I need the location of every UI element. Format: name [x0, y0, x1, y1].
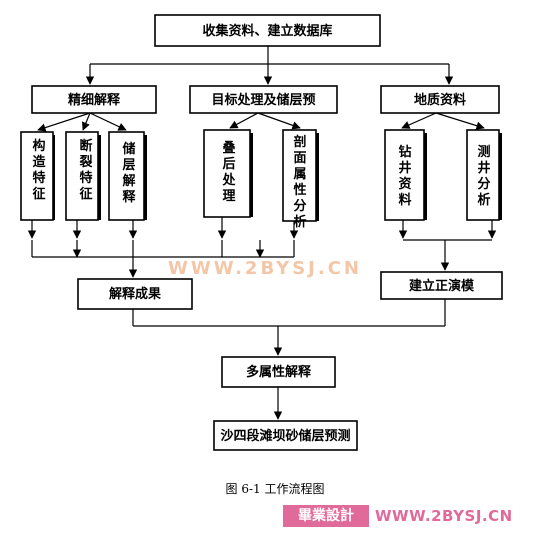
svg-text:解释成果: 解释成果: [108, 286, 161, 302]
watermark-badge-url: WWW.2BYSJ.CN: [375, 507, 513, 525]
watermark-badge: 畢業設計: [283, 505, 369, 527]
node-logging-analysis: 测井分析: [466, 129, 502, 221]
node-drilling-data: 钻井资料: [384, 129, 427, 221]
svg-text:断裂特征: 断裂特征: [78, 138, 93, 202]
svg-text:叠后处理: 叠后处理: [221, 141, 236, 204]
node-stack-processing: 叠后处理: [203, 129, 253, 218]
connectors: [27, 46, 497, 420]
node-fine-interpretation: 精细解释: [31, 85, 157, 114]
node-profile-attribute-analysis: 剖面属性分析: [282, 129, 319, 230]
svg-text:精细解释: 精细解释: [68, 92, 121, 108]
svg-text:沙四段滩坝砂储层预测: 沙四段滩坝砂储层预测: [220, 428, 350, 444]
node-geology-data: 地质资料: [380, 85, 500, 114]
node-fault-features: 断裂特征: [65, 131, 101, 221]
svg-text:储层解释: 储层解释: [121, 141, 136, 205]
svg-text:剖面属性分析: 剖面属性分析: [293, 134, 306, 230]
node-collect-data: 收集资料、建立数据库: [154, 14, 381, 47]
node-interpretation-results: 解释成果: [77, 278, 193, 310]
node-forward-modeling: 建立正演模: [380, 271, 503, 300]
svg-text:目标处理及储层预: 目标处理及储层预: [211, 92, 315, 108]
svg-text:多属性解释: 多属性解释: [246, 364, 312, 380]
svg-text:构造特征: 构造特征: [32, 138, 46, 202]
svg-text:建立正演模: 建立正演模: [409, 278, 475, 294]
node-target-processing: 目标处理及储层预: [189, 85, 338, 114]
watermark-text: WWW.2BYSJ.CN: [168, 258, 362, 279]
node-multi-attribute-interpretation: 多属性解释: [221, 356, 336, 388]
node-reservoir-prediction: 沙四段滩坝砂储层预测: [213, 420, 358, 451]
svg-text:钻井资料: 钻井资料: [398, 144, 411, 208]
figure-caption: 图 6-1 工作流程图: [226, 481, 325, 496]
node-structure-features: 构造特征: [20, 131, 55, 221]
node-reservoir-interpretation: 储层解释: [108, 131, 147, 221]
svg-text:测井分析: 测井分析: [477, 144, 490, 208]
svg-text:地质资料: 地质资料: [414, 92, 466, 108]
svg-text:收集资料、建立数据库: 收集资料、建立数据库: [202, 23, 332, 39]
